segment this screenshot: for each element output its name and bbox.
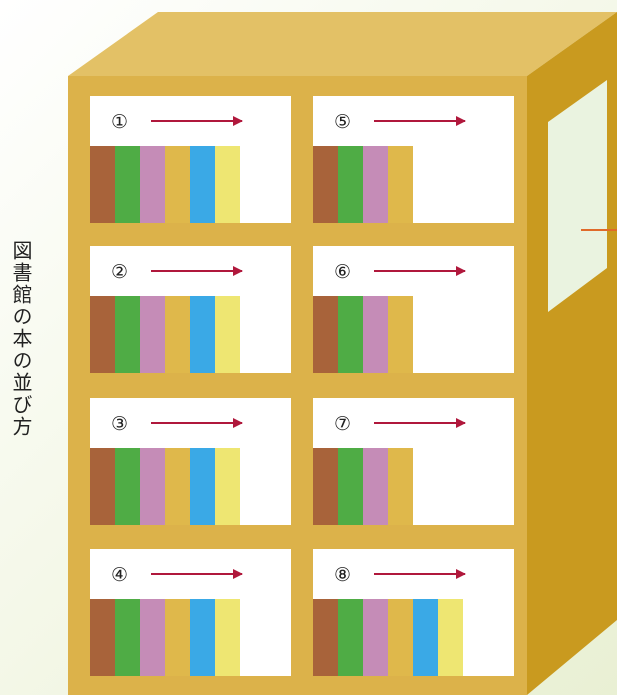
book-brown [90, 599, 115, 676]
book-yellow [215, 599, 240, 676]
book-gold [388, 599, 413, 676]
book-blue [190, 296, 215, 373]
compartment-number-label: ② [111, 261, 128, 283]
book-blue [190, 146, 215, 223]
book-blue [190, 448, 215, 525]
book-green [115, 146, 140, 223]
book-pink [363, 296, 388, 373]
book-gold [165, 599, 190, 676]
book-pink [363, 146, 388, 223]
compartment-number-label: ⑤ [334, 111, 351, 133]
shelf-compartment-8: ⑧ [313, 549, 514, 676]
book-gold [388, 448, 413, 525]
shelf-compartment-3: ③ [90, 398, 291, 525]
book-gold [165, 448, 190, 525]
book-green [115, 296, 140, 373]
book-gold [388, 146, 413, 223]
book-green [115, 599, 140, 676]
book-yellow [215, 448, 240, 525]
book-green [115, 448, 140, 525]
shelf-compartment-2: ② [90, 246, 291, 373]
book-yellow [438, 599, 463, 676]
book-green [338, 146, 363, 223]
shelf-compartment-1: ① [90, 96, 291, 223]
book-green [338, 296, 363, 373]
book-blue [190, 599, 215, 676]
book-yellow [215, 146, 240, 223]
shelf-compartment-6: ⑥ [313, 246, 514, 373]
book-pink [140, 296, 165, 373]
book-gold [165, 146, 190, 223]
compartment-number-label: ① [111, 111, 128, 133]
book-yellow [215, 296, 240, 373]
book-gold [165, 296, 190, 373]
book-brown [313, 448, 338, 525]
book-blue [413, 599, 438, 676]
compartment-number-label: ③ [111, 413, 128, 435]
book-brown [313, 599, 338, 676]
book-green [338, 599, 363, 676]
book-pink [140, 448, 165, 525]
book-brown [90, 448, 115, 525]
book-brown [313, 296, 338, 373]
book-brown [90, 296, 115, 373]
book-gold [388, 296, 413, 373]
book-pink [140, 146, 165, 223]
shelf-compartment-7: ⑦ [313, 398, 514, 525]
book-pink [363, 448, 388, 525]
shelf-compartment-5: ⑤ [313, 96, 514, 223]
compartment-number-label: ⑦ [334, 413, 351, 435]
book-pink [363, 599, 388, 676]
book-green [338, 448, 363, 525]
shelf-compartment-4: ④ [90, 549, 291, 676]
compartment-number-label: ⑧ [334, 564, 351, 586]
compartment-number-label: ④ [111, 564, 128, 586]
book-brown [90, 146, 115, 223]
book-pink [140, 599, 165, 676]
compartment-number-label: ⑥ [334, 261, 351, 283]
shelf-top-face [68, 12, 617, 76]
book-brown [313, 146, 338, 223]
